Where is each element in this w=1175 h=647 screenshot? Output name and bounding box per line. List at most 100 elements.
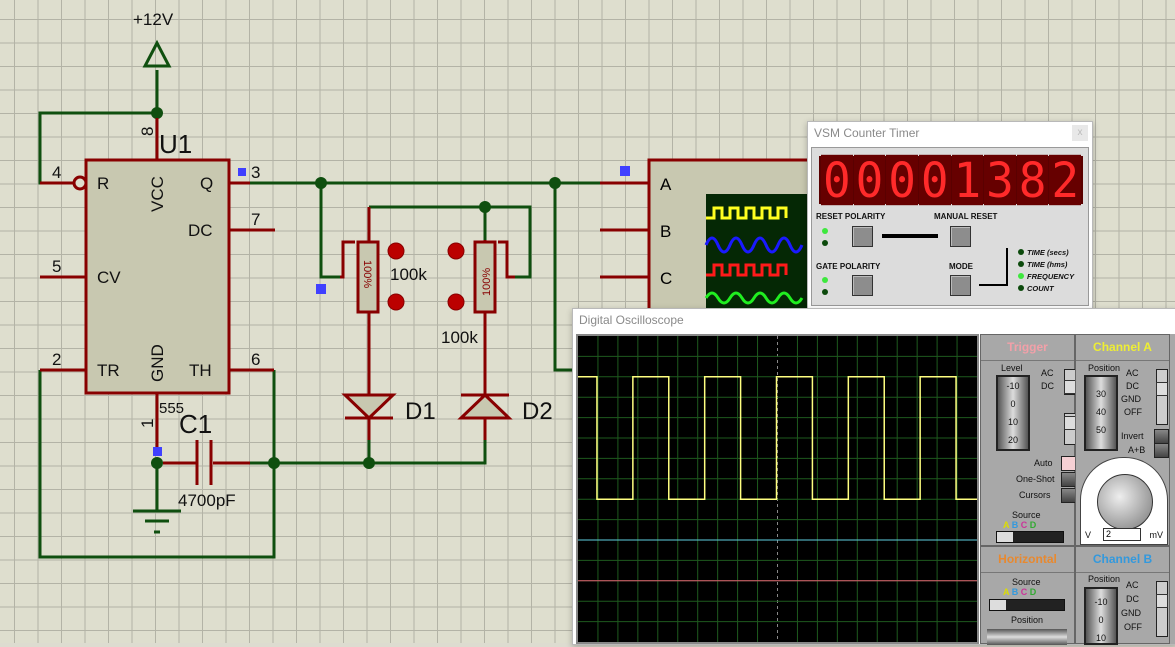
display-digit: 3 [984, 151, 1016, 209]
svg-text:R: R [97, 174, 109, 193]
svg-text:A: A [660, 175, 672, 194]
horizontal-title: Horizontal [981, 547, 1074, 573]
capacitor-ref: C1 [179, 409, 212, 439]
trigger-title: Trigger [981, 335, 1074, 361]
manual-reset-button[interactable] [950, 226, 971, 247]
oscilloscope-symbol: A B C [600, 158, 821, 322]
manual-reset-label: MANUAL RESET [934, 212, 998, 221]
trigger-source-slider[interactable] [996, 531, 1064, 543]
scope-screen[interactable] [576, 334, 979, 644]
svg-text:5: 5 [52, 257, 61, 276]
reset-polarity-label: RESET POLARITY [816, 212, 886, 221]
svg-text:3: 3 [251, 163, 260, 182]
svg-text:8: 8 [138, 127, 157, 136]
ic-ref: U1 [159, 129, 192, 159]
pot2-value: 100k [441, 328, 478, 347]
invert-button[interactable] [1154, 429, 1169, 444]
mode-label: MODE [949, 262, 973, 271]
display-digit: 2 [1049, 151, 1081, 209]
display-digit: 0 [853, 151, 886, 209]
oscilloscope-window[interactable]: Digital Oscilloscope Trigger Level -10 0… [572, 308, 1175, 645]
volts-per-div-dial[interactable]: V mV 2 [1080, 457, 1168, 545]
diode-d2-icon [457, 392, 513, 420]
mode-item: COUNT [1027, 284, 1054, 293]
channel-b-title: Channel B [1076, 547, 1169, 573]
potentiometer-2: 100% [473, 240, 515, 345]
trace-channel-a [578, 376, 977, 500]
svg-text:100%: 100% [481, 268, 493, 296]
mode-led [1018, 285, 1024, 291]
pot1-value: 100k [390, 265, 427, 284]
svg-text:TR: TR [97, 361, 120, 380]
svg-text:DC: DC [188, 221, 213, 240]
channel-b-panel: Channel B Position -10 0 10 AC DC GND OF… [1075, 546, 1170, 645]
scope-display [578, 336, 977, 642]
channel-a-position-drum[interactable]: 30 40 50 [1084, 375, 1118, 451]
close-button[interactable]: x [1072, 125, 1088, 141]
cursors-button[interactable] [1061, 488, 1076, 503]
gate-low-led [822, 289, 828, 295]
a-plus-b-button[interactable] [1154, 443, 1169, 458]
power-label: +12V [133, 10, 174, 29]
svg-text:VCC: VCC [148, 176, 167, 212]
reset-polarity-button[interactable] [852, 226, 873, 247]
gate-polarity-button[interactable] [852, 275, 873, 296]
svg-text:555: 555 [159, 400, 184, 417]
svg-text:1: 1 [138, 419, 157, 428]
channel-b-position-drum[interactable]: -10 0 10 [1084, 587, 1118, 645]
potentiometer-1: 100% [340, 207, 380, 345]
scope-title: Digital Oscilloscope [573, 309, 1175, 331]
channel-a-panel: Channel A Position 30 40 50 AC DC GND OF… [1075, 334, 1170, 546]
mode-led [1018, 261, 1024, 267]
reset-falling-led [822, 240, 828, 246]
diode2-ref: D2 [522, 398, 553, 425]
trigger-level-drum[interactable]: -10 0 10 20 [996, 375, 1030, 451]
display-digit: 0 [886, 151, 918, 209]
diode-d1-icon [341, 393, 397, 421]
reset-rising-led [822, 228, 828, 234]
auto-button[interactable] [1061, 456, 1076, 471]
svg-text:2: 2 [52, 350, 61, 369]
reset-bar [882, 234, 938, 238]
counter-title: VSM Counter Timer [808, 122, 1092, 144]
svg-text:7: 7 [251, 210, 260, 229]
horizontal-position-drum[interactable] [987, 629, 1067, 645]
svg-text:100%: 100% [361, 260, 373, 288]
svg-text:B: B [660, 222, 671, 241]
channel-a-coupling-switch[interactable] [1156, 369, 1168, 425]
pot-adjust-buttons[interactable] [387, 242, 465, 311]
mode-item: TIME (secs) [1027, 248, 1069, 257]
channel-b-coupling-switch[interactable] [1156, 581, 1168, 637]
power-arrow-icon [142, 39, 172, 68]
display-digit: 1 [951, 151, 984, 209]
trigger-panel: Trigger Level -10 0 10 20 AC DC Auto One… [980, 334, 1076, 546]
volts-per-div-value[interactable]: 2 [1103, 528, 1141, 541]
svg-text:C: C [660, 269, 672, 288]
capacitor-value: 4700pF [178, 491, 236, 510]
svg-text:GND: GND [148, 344, 167, 382]
gate-polarity-label: GATE POLARITY [816, 262, 881, 271]
mode-item: FREQUENCY [1027, 272, 1075, 281]
svg-text:CV: CV [97, 268, 121, 287]
horizontal-source-slider[interactable] [989, 599, 1065, 611]
diode1-ref: D1 [405, 398, 436, 425]
display-digit: 0 [821, 151, 853, 209]
svg-text:Q: Q [200, 174, 213, 193]
horizontal-panel: Horizontal Source A B C D Position [980, 546, 1075, 645]
svg-text:6: 6 [251, 350, 260, 369]
one-shot-button[interactable] [1061, 472, 1076, 487]
gate-high-led [822, 277, 828, 283]
junction-dots [151, 107, 561, 469]
svg-text:TH: TH [189, 361, 212, 380]
svg-text:4: 4 [52, 163, 61, 182]
mode-led [1018, 249, 1024, 255]
mode-button[interactable] [950, 275, 971, 296]
channel-a-title: Channel A [1076, 335, 1169, 361]
mode-item: TIME (hms) [1027, 260, 1068, 269]
display-digit: 0 [918, 151, 951, 209]
mode-led [1018, 273, 1024, 279]
